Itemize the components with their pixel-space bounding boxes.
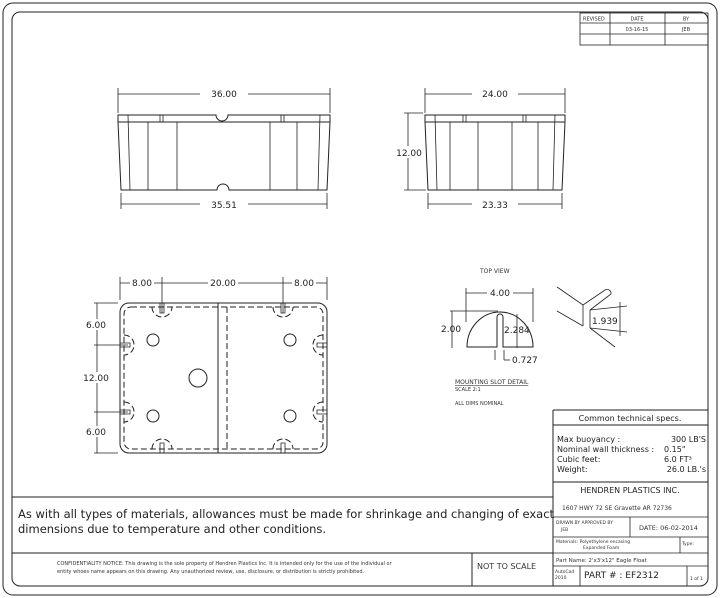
end-height-dim: 12.00 (396, 149, 422, 159)
inner-border (11, 11, 709, 587)
end-top-width-dim: 24.00 (482, 90, 508, 100)
drawing-date: DATE: 06-02-2014 (639, 524, 698, 532)
spec-label-cubic: Cubic feet: (557, 455, 600, 464)
company-address: 1607 HWY 72 SE Gravette AR 72736 (562, 505, 672, 512)
type-label: Type: (681, 541, 694, 547)
slot-width-small-dim: 0.727 (512, 356, 538, 366)
confidentiality-line1: CONFIDENTIALITY NOTICE: This drawing is … (57, 561, 393, 567)
revision-header-revised: REVISED (583, 17, 605, 23)
revision-by: JEB (681, 27, 691, 33)
shrinkage-note-line1: As with all types of materials, allowanc… (18, 507, 555, 521)
slot-width-dim: 4.00 (490, 289, 510, 299)
plan-dim-bottom: 6.00 (86, 428, 106, 438)
slot-detail-title: MOUNTING SLOT DETAIL (455, 379, 529, 386)
software-line2: 2010 (555, 575, 567, 581)
specs-title: Common technical specs. (579, 414, 682, 423)
company-name: HENDREN PLASTICS INC. (580, 486, 679, 495)
part-number: PART # : EF2312 (584, 571, 659, 581)
revision-date: 03-16-15 (626, 27, 649, 33)
slot-depth-dim: 2.284 (504, 326, 530, 336)
slot-detail-note: ALL DIMS NOMINAL (455, 401, 504, 407)
plan-dim-left: 8.00 (132, 279, 152, 289)
revision-table: REVISED DATE BY 03-16-15 JEB (579, 12, 709, 46)
shrinkage-note-line2: dimensions due to temperature and other … (18, 522, 326, 536)
side-top-width-dim: 36.00 (211, 90, 237, 100)
spec-label-buoyancy: Max buoyancy : (557, 435, 620, 444)
slot-height-dim: 2.00 (441, 325, 461, 335)
drawn-by: JEB (560, 527, 568, 533)
spec-value-wall: 0.15" (664, 445, 686, 454)
materials-line2: Expanded Foam (583, 545, 619, 551)
spec-value-cubic: 6.0 FT³ (664, 455, 692, 464)
spec-label-wall: Nominal wall thickness : (557, 445, 654, 454)
plan-dim-center: 20.00 (210, 279, 236, 289)
revision-header-date: DATE (630, 17, 643, 23)
end-view: 24.00 12.00 23.33 (394, 88, 566, 211)
top-view-label: TOP VIEW (479, 268, 510, 275)
spec-label-weight: Weight: (557, 465, 588, 474)
software-line1: AutoCad (555, 569, 574, 575)
part-name: Part Name: 2'x3'x12" Eagle Float (556, 558, 648, 564)
slot-detail-scale: SCALE 2:1 (455, 387, 481, 393)
plan-view: 8.00 20.00 8.00 6.00 12.00 6.00 (83, 277, 328, 454)
plan-dim-right: 8.00 (294, 279, 314, 289)
confidentiality-line2: entity whoes name appears on this drawin… (57, 569, 365, 575)
side-view: 36.00 35.51 (117, 88, 331, 211)
plan-dim-middle: 12.00 (83, 374, 109, 384)
spec-value-buoyancy: 300 LB'S (671, 435, 706, 444)
materials-line1: Materials: Polyethylene encasing (556, 539, 630, 545)
spec-value-weight: 26.0 LB.'s (667, 465, 706, 474)
iso-dim: 1.939 (592, 317, 618, 327)
end-bottom-width-dim: 23.33 (482, 201, 508, 211)
revision-header-by: BY (683, 17, 690, 23)
plan-dim-top: 6.00 (86, 321, 106, 331)
drawn-by-label: DRAWN BY APPROVED BY (556, 520, 613, 526)
not-to-scale: NOT TO SCALE (477, 562, 536, 571)
sheet-number: 1 of 1 (690, 576, 703, 582)
mounting-slot-detail: TOP VIEW 4.00 2.00 2.284 0.727 1.939 MOU… (441, 268, 628, 407)
title-block: Common technical specs. Max buoyancy : 3… (552, 409, 708, 586)
side-bottom-width-dim: 35.51 (211, 201, 237, 211)
